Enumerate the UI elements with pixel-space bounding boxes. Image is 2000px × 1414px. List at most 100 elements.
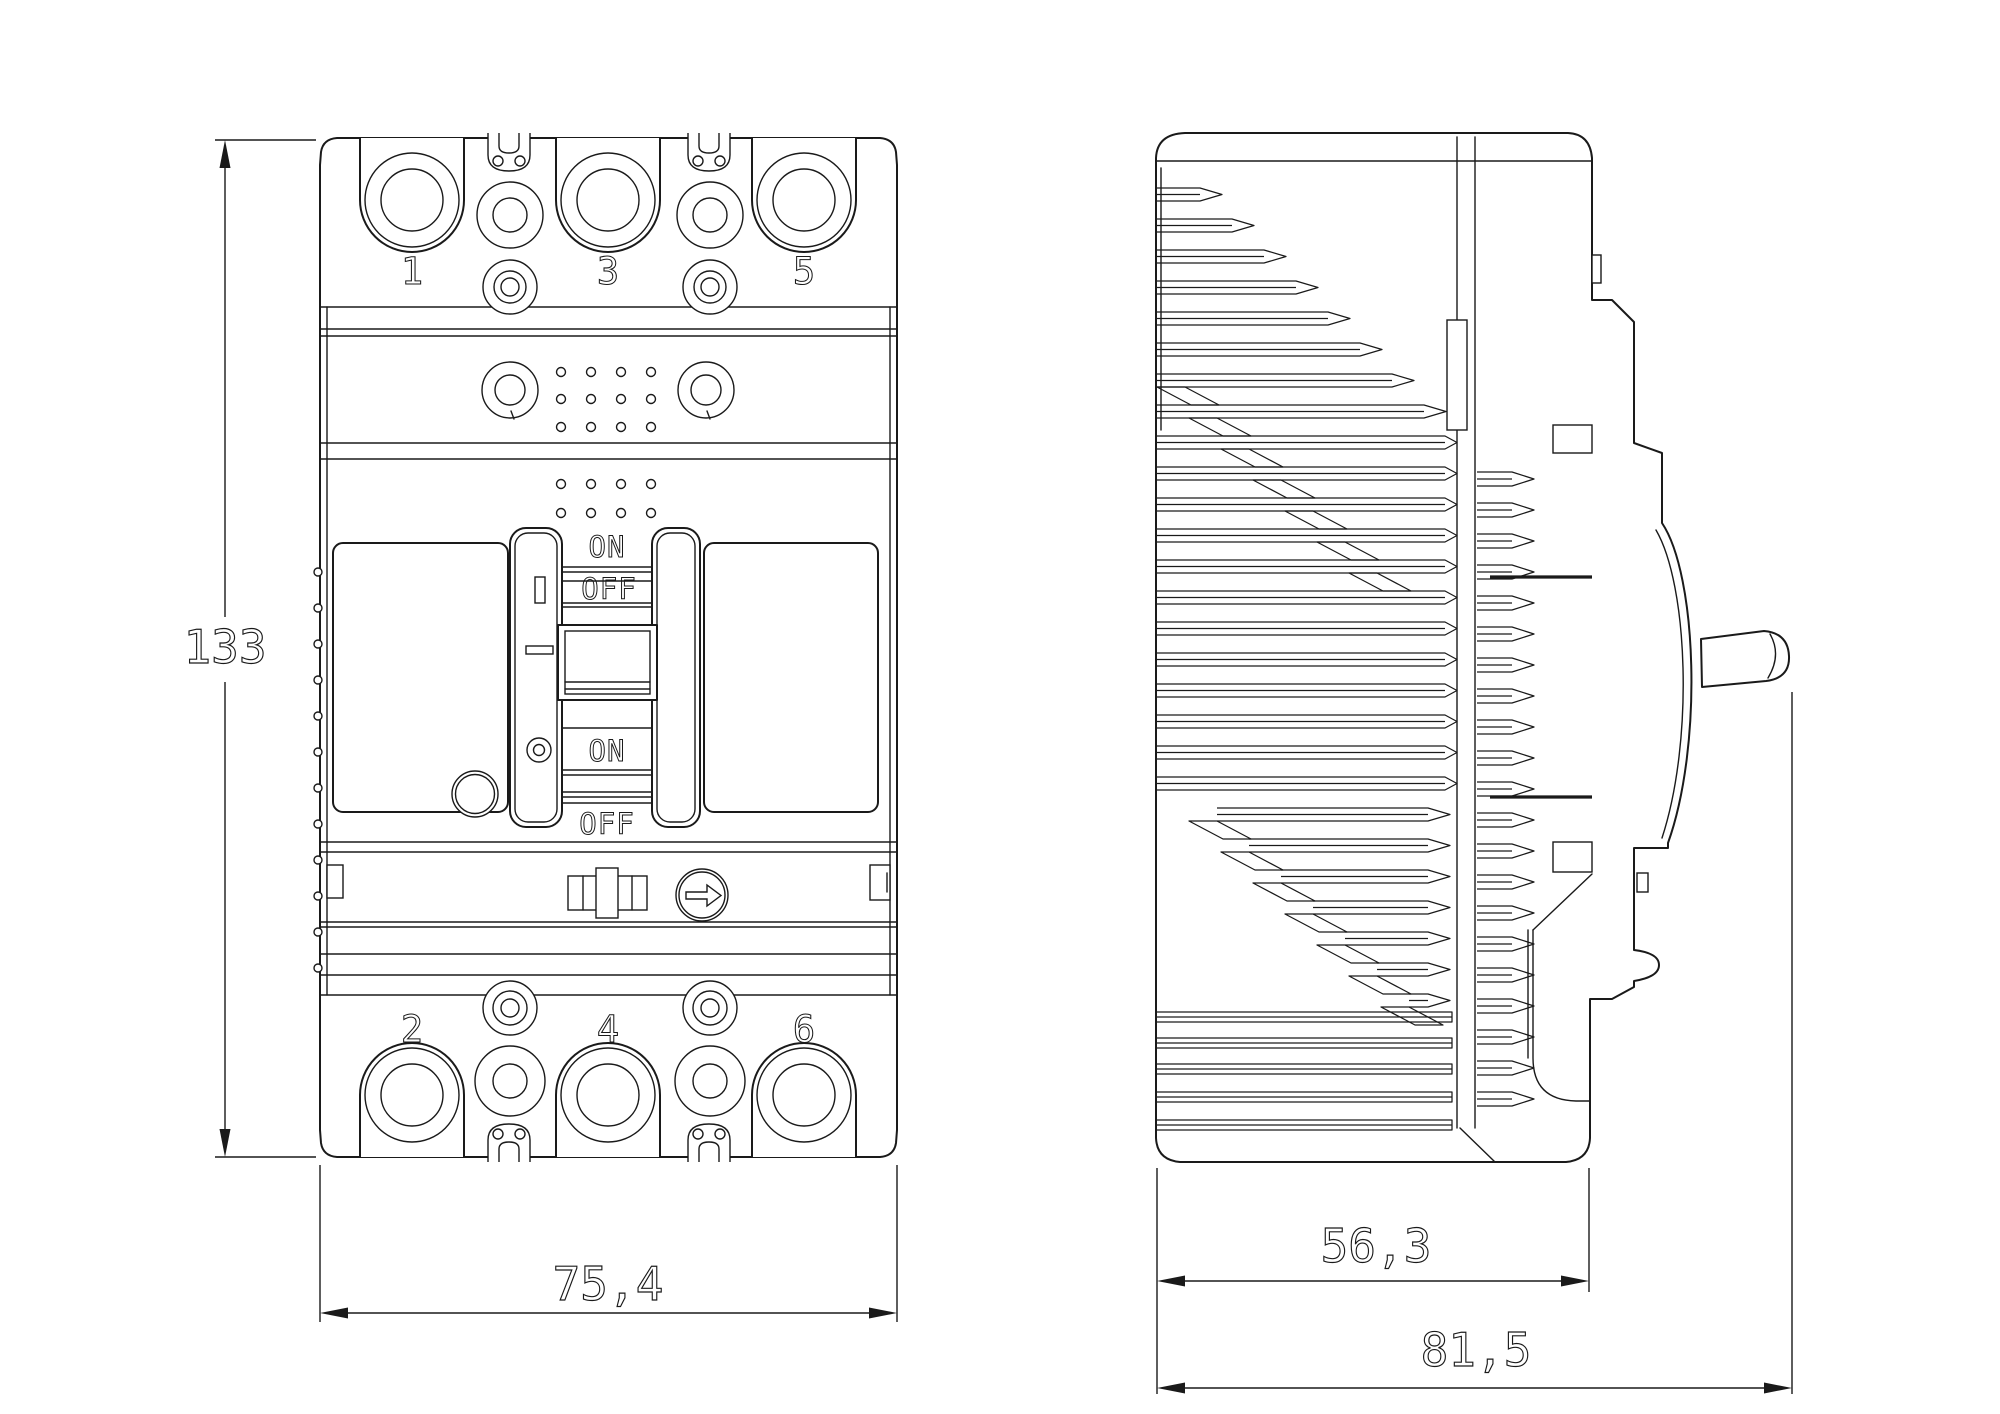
dim-label-height: 133 (183, 620, 266, 674)
vent-slat (1217, 807, 1451, 822)
vent-slat (1380, 1006, 1444, 1026)
vent-slat (1477, 750, 1535, 766)
rocker-label-on-lower: ON (589, 734, 626, 768)
vent-slat (1477, 936, 1535, 952)
vent-slat (1477, 719, 1535, 735)
toggle-swing-arc (1655, 529, 1684, 839)
side-outline (1155, 132, 1693, 1163)
rocker-slot-lines (561, 566, 653, 804)
position-marks (525, 576, 554, 763)
vent-slat (1157, 528, 1458, 543)
vent-slat (1157, 1119, 1453, 1131)
pole-number-6: 6 (793, 1008, 815, 1051)
vent-slat (1157, 466, 1458, 481)
vent-slat (1477, 533, 1535, 549)
vent-slat (1157, 652, 1458, 667)
vent-slat (1157, 1063, 1453, 1075)
reset-dial[interactable] (675, 868, 729, 922)
vent-slat (1477, 595, 1535, 611)
dim-width-75-4: 75,4 (319, 1165, 898, 1322)
vent-slat (1477, 967, 1535, 983)
arrow-icon (685, 883, 723, 908)
vent-slat (1477, 564, 1535, 580)
vent-slat (1157, 342, 1383, 357)
pole-number-4: 4 (597, 1008, 619, 1051)
face-lines (320, 306, 897, 996)
vent-slat (1477, 502, 1535, 518)
cover-screws (481, 361, 735, 420)
vent-dot-grid (555, 366, 657, 519)
top-terminal-screws (476, 181, 744, 315)
bottom-terminal-tabs (359, 1042, 857, 1157)
left-cover-panel (332, 542, 509, 813)
dim-depth-56-3: 56,3 (1156, 1168, 1590, 1394)
dim-height-133: 133 (183, 139, 316, 1158)
vent-slat (1477, 471, 1535, 487)
right-latch (869, 864, 891, 901)
din-clip[interactable] (1527, 872, 1649, 1102)
vent-slat (1345, 931, 1451, 946)
pole-number-5: 5 (793, 250, 815, 293)
vent-slat (1157, 1091, 1453, 1103)
vent-slat (1157, 187, 1223, 202)
vent-slat (1157, 218, 1255, 233)
left-latch (326, 864, 344, 899)
vent-slat (1409, 993, 1451, 1008)
vent-slat (1477, 781, 1535, 797)
toggle-lever-side[interactable] (1700, 630, 1791, 688)
terminal-window (1446, 319, 1468, 431)
dim-depth-81-5: 81,5 (1157, 692, 1793, 1394)
vent-slat (1157, 590, 1458, 605)
vent-slat (1157, 776, 1458, 791)
vent-slat (1477, 998, 1535, 1014)
right-cover-panel (703, 542, 879, 813)
vent-slat (1157, 683, 1458, 698)
top-terminal-tabs (359, 138, 857, 253)
vent-slat (1313, 900, 1451, 915)
vent-slat (1157, 497, 1458, 512)
vent-slat (1377, 962, 1451, 977)
vent-slat (1477, 657, 1535, 673)
vent-slat (1477, 905, 1535, 921)
vent-slat (1477, 1091, 1535, 1107)
rocker-label-off-lower: OFF (579, 807, 634, 841)
pole-number-3: 3 (597, 250, 619, 293)
dim-label-overall-depth: 81,5 (1421, 1323, 1532, 1377)
pole-number-1: 1 (401, 250, 423, 293)
vent-slat (1157, 249, 1287, 264)
edge-scallops (313, 567, 323, 973)
vent-slat (1157, 280, 1319, 295)
vent-slat (1157, 311, 1351, 326)
top-mounting-notches (487, 133, 731, 172)
dim-label-width: 75,4 (553, 1257, 664, 1311)
bottom-mounting-notches (487, 1123, 731, 1162)
vent-slat (1157, 404, 1447, 419)
test-button[interactable] (451, 770, 499, 818)
vent-slat (1477, 874, 1535, 890)
vent-slat (1249, 838, 1451, 853)
side-view (1155, 132, 1791, 1163)
vent-ribs (1156, 187, 1535, 1131)
vent-slat (1157, 373, 1415, 388)
vent-slat (1281, 869, 1451, 884)
pole-number-2: 2 (401, 1008, 423, 1051)
dim-label-body-depth: 56,3 (1321, 1219, 1432, 1273)
vent-slat (1477, 843, 1535, 859)
vent-slat (1477, 1029, 1535, 1045)
bottom-terminal-screws (474, 980, 746, 1117)
toggle-handle[interactable] (557, 624, 658, 701)
front-view: 1 3 5 (313, 133, 898, 1162)
vent-slat (1477, 812, 1535, 828)
vent-slat (1157, 714, 1458, 729)
vent-slat (1157, 621, 1458, 636)
vent-slat (1157, 435, 1458, 450)
vent-slat (1157, 1037, 1453, 1049)
rocker-label-on-upper: ON (589, 530, 626, 564)
accessory-band (326, 864, 891, 922)
vent-slat (1157, 1011, 1453, 1023)
padlock-slider[interactable] (567, 867, 648, 919)
vent-slat (1477, 1060, 1535, 1076)
vent-slat (1477, 626, 1535, 642)
vent-slat (1157, 745, 1458, 760)
